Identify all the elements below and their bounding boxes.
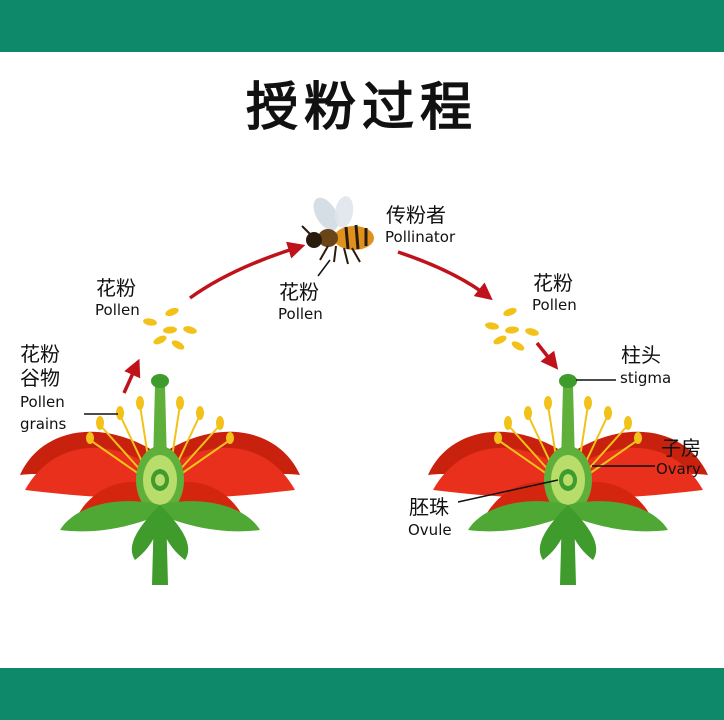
label-pollen-grains-cn2: 谷物 xyxy=(20,366,60,390)
leader-lines xyxy=(84,259,655,503)
label-ovule-en: Ovule xyxy=(408,521,452,539)
bee-icon xyxy=(301,196,374,265)
arrow-icon xyxy=(122,241,559,394)
top-band xyxy=(0,0,724,52)
label-pollen-right-en: Pollen xyxy=(532,296,577,314)
label-pollen-bee-cn: 花粉 xyxy=(279,280,319,304)
label-pollen-grains-cn1: 花粉 xyxy=(20,342,60,366)
bottom-band xyxy=(0,668,724,720)
label-ovule-cn: 胚珠 xyxy=(409,495,449,519)
label-pollen-right-cn: 花粉 xyxy=(533,271,573,295)
label-ovary-cn: 子房 xyxy=(661,436,701,460)
label-pollen-left-cn: 花粉 xyxy=(96,276,136,300)
label-stigma-en: stigma xyxy=(620,369,672,387)
label-stigma-cn: 柱头 xyxy=(621,343,661,367)
label-pollen-bee-en: Pollen xyxy=(278,305,323,323)
pollen-grain-icon xyxy=(142,306,198,352)
label-pollinator-cn: 传粉者 xyxy=(386,203,446,227)
label-pollen-grains-en1: Pollen xyxy=(20,393,65,411)
flower-right-icon xyxy=(427,373,709,586)
label-pollinator-en: Pollinator xyxy=(385,228,456,246)
label-pollen-left-en: Pollen xyxy=(95,301,140,319)
label-ovary-en: Ovary xyxy=(656,460,701,478)
page-title: 授粉过程 xyxy=(245,78,478,138)
label-pollen-grains-en2: grains xyxy=(20,415,67,433)
